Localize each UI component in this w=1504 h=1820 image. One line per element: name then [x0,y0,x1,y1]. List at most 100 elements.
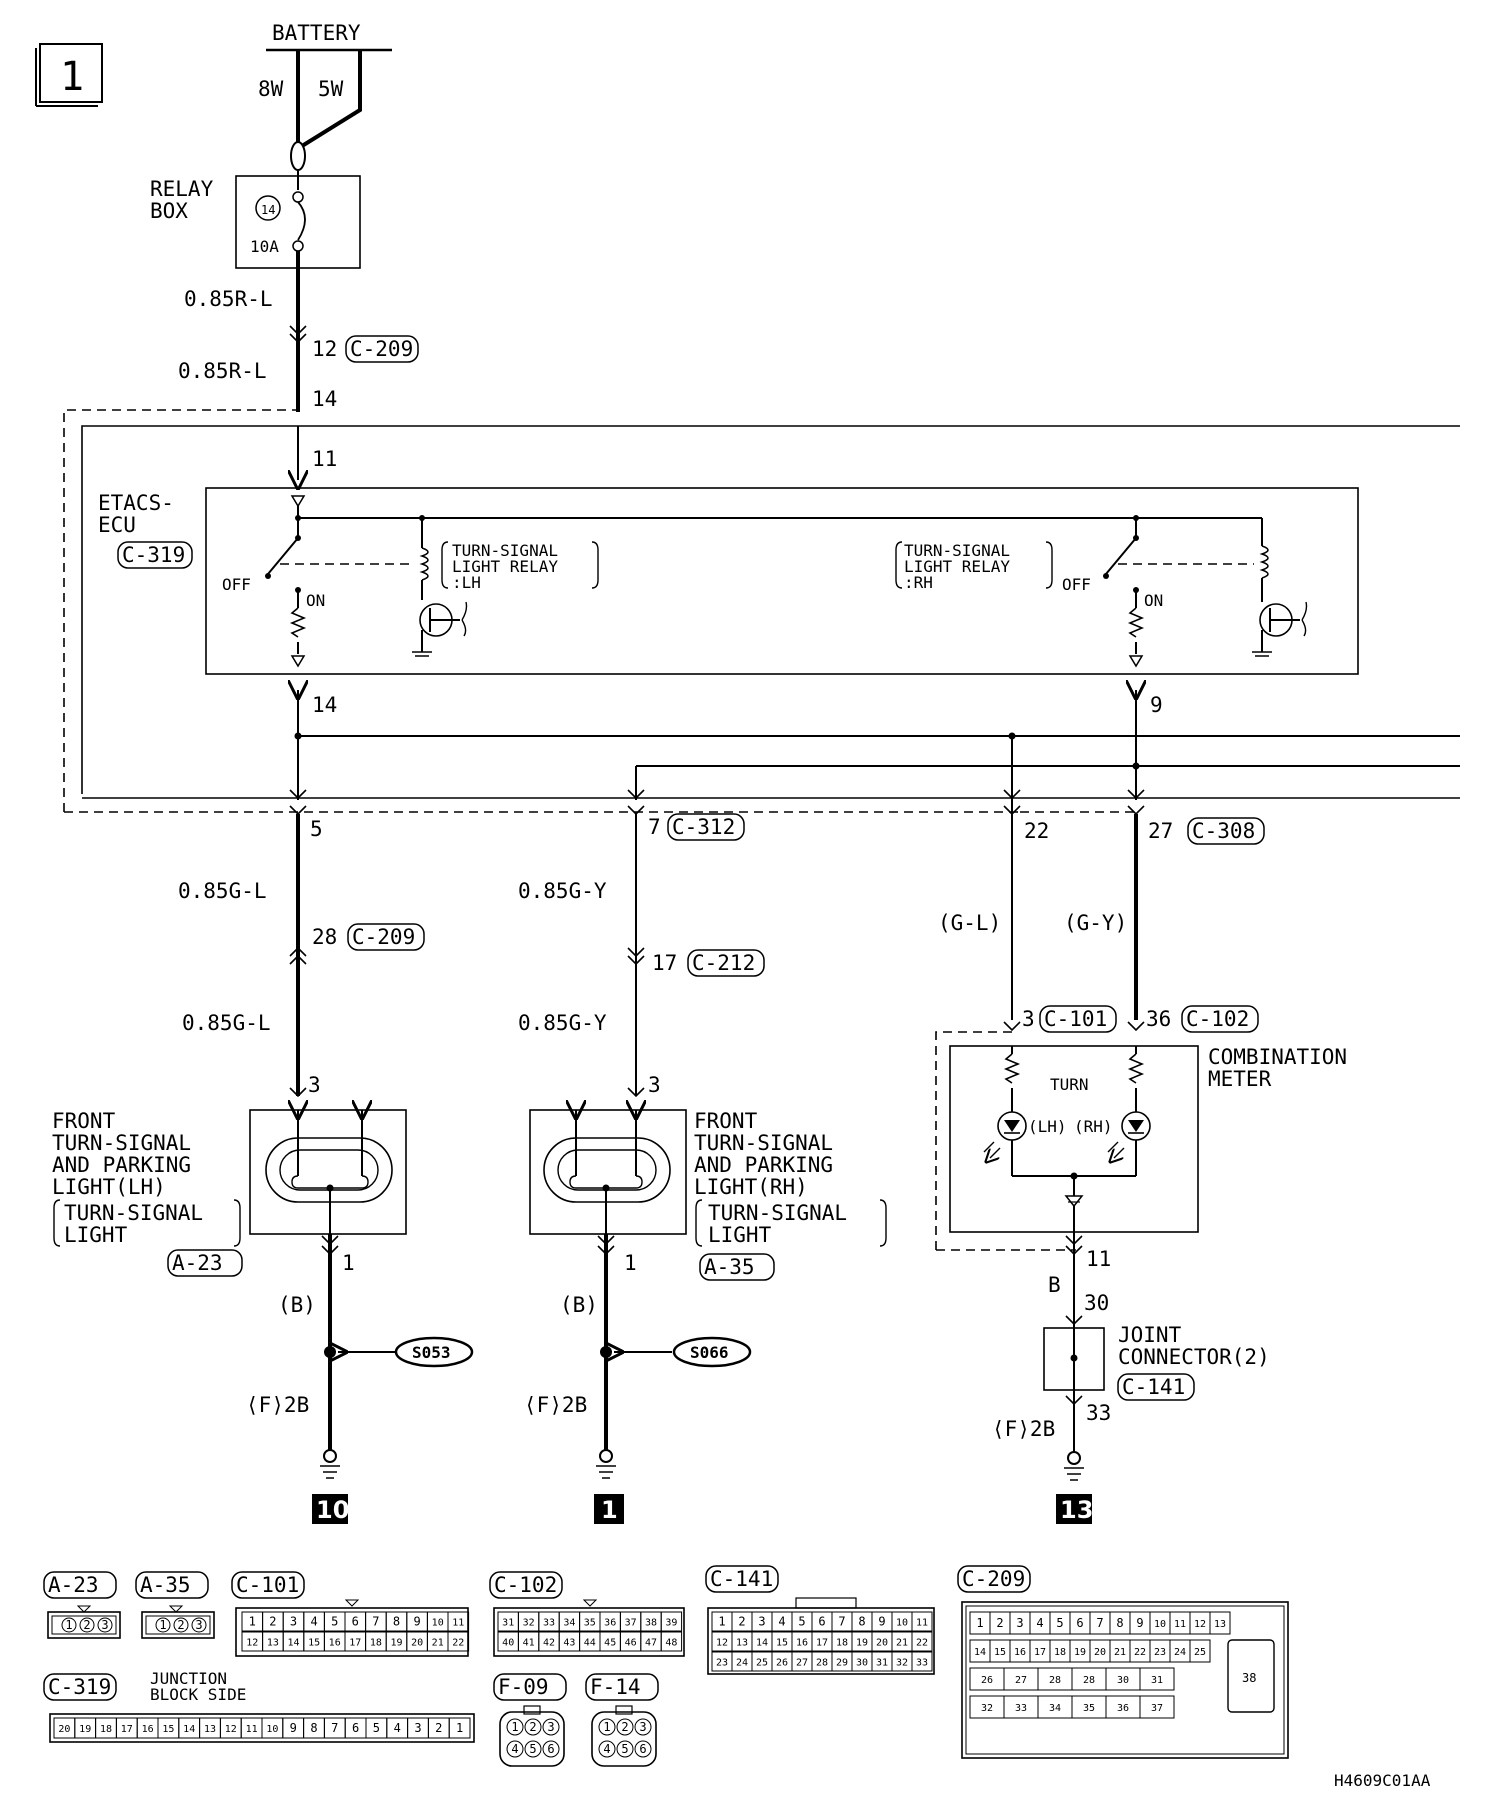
connector-pin: 32 [981,1703,993,1714]
connector-pin: 22 [452,1638,464,1649]
meter-pin-33: 33 [1086,1401,1111,1425]
connector-pin: 14 [183,1724,195,1735]
connector-pin: 37 [625,1618,637,1629]
rh-switch-contact [1105,537,1137,575]
connector-pin: 7 [372,1615,379,1629]
connector-pin: 2 [996,1616,1003,1630]
lh-on: ON [306,591,325,610]
connector-pin: 48 [665,1638,677,1649]
connector-pin: 3 [414,1721,421,1735]
connector-pin-cell [911,1651,933,1672]
connector-pin: 38 [645,1618,657,1629]
lh-lamp-sub-2: LIGHT [64,1223,128,1247]
connector-pin: 27 [796,1658,808,1669]
junction-block-outline-left [63,409,298,812]
meter-wire-gl: (G-L) [938,911,1001,935]
connector-pin: 17 [1034,1647,1046,1658]
connector-pin: 3 [639,1720,646,1734]
connector-pin: 26 [776,1658,788,1669]
svg-text:C-101: C-101 [236,1573,299,1597]
connector-pin: 31 [502,1618,514,1629]
lh-conn-a23: A-23 [172,1251,223,1275]
connector-pin: 11 [452,1618,464,1629]
connector-pin: 5 [621,1742,628,1756]
rh-lamp-label-3: AND PARKING [694,1153,833,1177]
etacs-label-2: ECU [98,513,136,537]
connector-pin: 46 [625,1638,637,1649]
battery-label: BATTERY [272,21,361,45]
rh-on: ON [1144,591,1163,610]
svg-text:F-09: F-09 [498,1675,549,1699]
connector-pin-cell [506,1740,524,1758]
meter-pin-11: 11 [1086,1247,1111,1271]
lh-ground-wire-label: ⟨F⟩2B [246,1393,309,1417]
connector-pin: 11 [1174,1619,1186,1630]
lh-wire-b: (B) [278,1293,316,1317]
meter-lh: (LH) [1028,1117,1067,1136]
connector-pin: 2 [435,1721,442,1735]
etacs-ecu-box [205,487,1359,675]
connector-pin: 2 [738,1615,745,1629]
rh-resistor [1127,607,1145,638]
connector-pin: 34 [1049,1703,1061,1714]
connector-pin: 9 [290,1721,297,1735]
rh-conn-c212: C-212 [692,951,755,975]
connector-pin: 28 [1049,1675,1061,1686]
connector-pin: 16 [329,1638,341,1649]
connector-pin: 43 [563,1638,575,1649]
connector-pin: 23 [716,1658,728,1669]
connector-pin-cell [524,1740,542,1758]
connector-pin-cell [155,1617,171,1633]
svg-text:C-209: C-209 [962,1567,1025,1591]
junction-pin-5: 5 [310,817,323,841]
connector-pin: 18 [370,1638,382,1649]
connector-pin: 1 [976,1616,983,1630]
fuse-number-circle [255,195,281,221]
connector-pin: 14 [287,1638,299,1649]
connector-pin: 2 [83,1618,90,1632]
connector-pin-cell [598,1740,616,1758]
connector-pin: 31 [876,1658,888,1669]
svg-text:JUNCTION: JUNCTION [150,1669,227,1688]
connector-pin-cell [79,1617,95,1633]
connector-pin-cell [634,1718,652,1736]
rh-pin-3: 3 [648,1073,661,1097]
connector-pin: 19 [856,1638,868,1649]
meter-lh-resistor [1003,1053,1021,1084]
rh-splice-point [600,1346,612,1358]
connector-pin: 8 [1116,1616,1123,1630]
lh-ground-symbol [320,1465,340,1479]
connector-pin: 4 [310,1615,317,1629]
meter-ground-wire-label: ⟨F⟩2B [992,1417,1055,1441]
connector-pin-cell [173,1617,189,1633]
connector-pin: 26 [981,1675,993,1686]
svg-text:F-14: F-14 [590,1675,641,1699]
pin-14-top: 14 [312,387,337,411]
connector-pin-cell [616,1740,634,1758]
rh-ground-wire-label: ⟨F⟩2B [524,1393,587,1417]
rh-relay-label-1: TURN-SIGNAL [904,541,1010,560]
connector-pin: 3 [101,1618,108,1632]
connector-pin: 1 [159,1618,166,1632]
connector-pin-cell [1209,1611,1231,1635]
connector-pin: 36 [604,1618,616,1629]
connector-pin: 1 [511,1720,518,1734]
svg-text:C-141: C-141 [710,1567,773,1591]
connector-pin: 15 [994,1647,1006,1658]
connector-pin: 12 [246,1638,258,1649]
fuse-number: 14 [261,203,275,217]
connector-pin: 3 [1016,1616,1023,1630]
connector-pin: 10 [266,1724,278,1735]
connector-pin-cell [660,1611,683,1632]
connector-pin-cell [634,1740,652,1758]
diagram-code: H4609C01AA [1334,1771,1431,1790]
connector-pin: 8 [393,1615,400,1629]
connector-pin: 18 [836,1638,848,1649]
connector-pin: 13 [1214,1619,1226,1630]
connector-pin-cell [598,1718,616,1736]
wire-r-l-upper: 0.85R-L [184,287,273,311]
